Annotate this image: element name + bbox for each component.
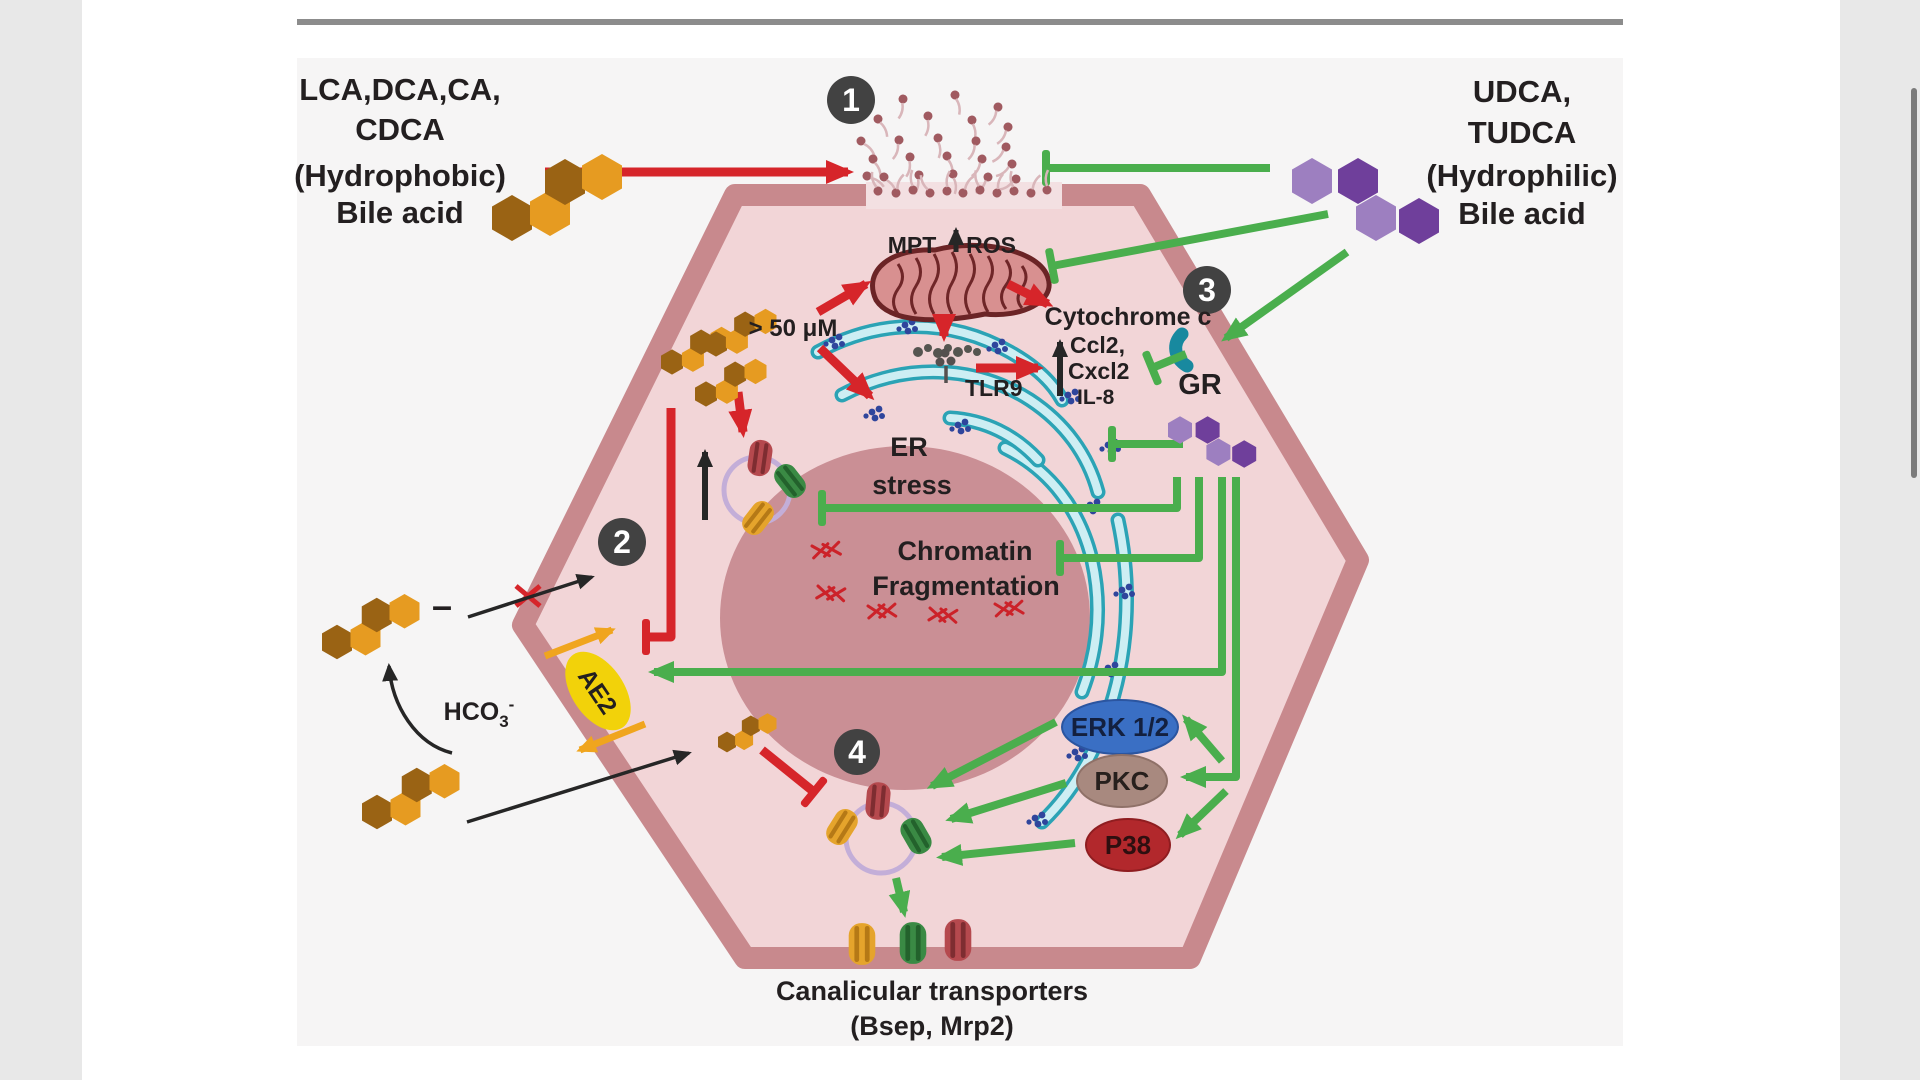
step-2-circle xyxy=(598,518,646,566)
green-tee-chromatin xyxy=(1056,477,1203,576)
green-arrow-erk-vesicle xyxy=(926,718,1058,790)
mitochondrion-icon xyxy=(870,242,1052,323)
red-arrow-er xyxy=(816,344,875,401)
figure-labels: LCA,DCA,CA, CDCA (Hydrophobic) Bile acid… xyxy=(294,72,1617,1041)
black-arrow-diffusion-entry xyxy=(466,749,692,824)
gr-label: GR xyxy=(1178,369,1222,401)
transporter-vesicle-lower xyxy=(821,781,936,876)
bicarbonate-label: HCO3- xyxy=(444,695,515,731)
red-arrow-mitochondria xyxy=(815,280,872,316)
cytochrome-c-label: Cytochrome c xyxy=(1045,303,1212,331)
cytokine-label-1: Ccl2, xyxy=(1070,332,1125,358)
hydrophobic-label-line4: Bile acid xyxy=(336,195,464,230)
p38-oval xyxy=(1085,818,1171,872)
bicarbonate-base: HCO xyxy=(444,698,500,726)
green-arrow-pkc xyxy=(1180,477,1240,788)
right-gutter xyxy=(1840,0,1920,1080)
green-arrow-gr xyxy=(1221,248,1350,342)
green-arrow-pkc-vesicle xyxy=(945,779,1068,824)
step-4-circle xyxy=(834,729,880,775)
chromatin-label-1: Chromatin xyxy=(898,536,1033,566)
green-arrow-p38 xyxy=(1175,788,1229,840)
transporter-vesicle-upper xyxy=(721,438,811,540)
er-stress-label-2: stress xyxy=(872,470,952,500)
pkc-oval xyxy=(1076,754,1168,808)
minus-sign: – xyxy=(432,585,452,626)
green-arrow-ae2 xyxy=(648,477,1226,683)
nucleus xyxy=(720,446,1090,790)
er-icon xyxy=(810,318,1135,830)
cytokine-label-3: IL-8 xyxy=(1077,386,1115,409)
ae2-efflux-arrow xyxy=(576,720,647,754)
chromatin-label-2: Fragmentation xyxy=(872,571,1060,601)
concentration-label: > 50 μM xyxy=(749,315,838,342)
step-3-label: 3 xyxy=(1198,272,1216,308)
green-tee-mitochondria xyxy=(1045,210,1329,284)
left-gutter xyxy=(0,0,82,1080)
udca-green-network xyxy=(648,150,1350,918)
scrollbar-thumb[interactable] xyxy=(1911,88,1917,478)
ros-label: ROS xyxy=(966,232,1016,258)
mtdna-icon xyxy=(913,344,981,358)
hydrophilic-label-line1: UDCA, xyxy=(1473,74,1571,109)
caption-line2: (Bsep, Mrp2) xyxy=(850,1011,1014,1041)
black-arrows xyxy=(382,227,1068,824)
step-1-circle xyxy=(827,76,875,124)
green-tee-cytokines xyxy=(1142,350,1188,386)
hydrophobic-label-line1: LCA,DCA,CA, xyxy=(299,72,501,107)
green-arrow-erk xyxy=(1182,714,1226,764)
tlr9-receptor-icon xyxy=(935,348,956,383)
black-arrow-protonation xyxy=(382,663,453,755)
hydrophobic-label-line2: CDCA xyxy=(355,112,445,147)
erk-oval xyxy=(1061,699,1179,755)
gr-receptor-icon xyxy=(1169,327,1194,373)
step-4-label: 4 xyxy=(848,734,866,770)
hydrophilic-label-line3: (Hydrophilic) xyxy=(1426,158,1617,193)
article-rule xyxy=(297,19,1623,25)
step-circles: 1 2 3 4 xyxy=(598,76,1231,775)
ae2-transporter: AE2 xyxy=(543,626,647,754)
ae2-influx-arrow xyxy=(543,626,616,660)
red-tee-ae2 xyxy=(642,408,676,655)
red-arrow-vesicle1 xyxy=(728,391,753,438)
hydrophobic-red-network xyxy=(514,160,1054,808)
erk-label: ERK 1/2 xyxy=(1071,712,1169,742)
tlr9-label: TLR9 xyxy=(965,375,1023,401)
cytokine-label-2: Cxcl2 xyxy=(1068,358,1129,384)
hydrophilic-label-line2: TUDCA xyxy=(1468,115,1577,150)
er-stress-label-1: ER xyxy=(890,432,928,462)
pkc-label: PKC xyxy=(1095,766,1150,796)
green-arrow-vesicle-membrane xyxy=(888,877,911,918)
hydrophobic-label-line3: (Hydrophobic) xyxy=(294,158,506,193)
step-2-label: 2 xyxy=(613,524,631,560)
kinase-ovals: ERK 1/2 PKC P38 xyxy=(1061,699,1179,872)
bicarbonate-sup: - xyxy=(509,695,515,714)
step-3-circle xyxy=(1183,266,1231,314)
canalicular-transporter-icons xyxy=(848,919,972,965)
p38-label: P38 xyxy=(1105,830,1151,860)
caption-line1: Canalicular transporters xyxy=(776,976,1088,1006)
hydrophilic-label-line4: Bile acid xyxy=(1458,196,1586,231)
red-arrow-cytochrome xyxy=(1005,279,1054,309)
mpt-label: MPT xyxy=(888,232,937,258)
step-1-label: 1 xyxy=(842,82,860,118)
ae2-oval xyxy=(565,651,631,731)
red-tee-vesicle2 xyxy=(759,746,828,808)
green-tee-er-stress xyxy=(818,477,1181,526)
black-arrow-blocked-entry xyxy=(467,573,595,619)
bicarbonate-sub: 3 xyxy=(499,712,508,731)
green-arrow-p38-vesicle xyxy=(936,839,1076,866)
